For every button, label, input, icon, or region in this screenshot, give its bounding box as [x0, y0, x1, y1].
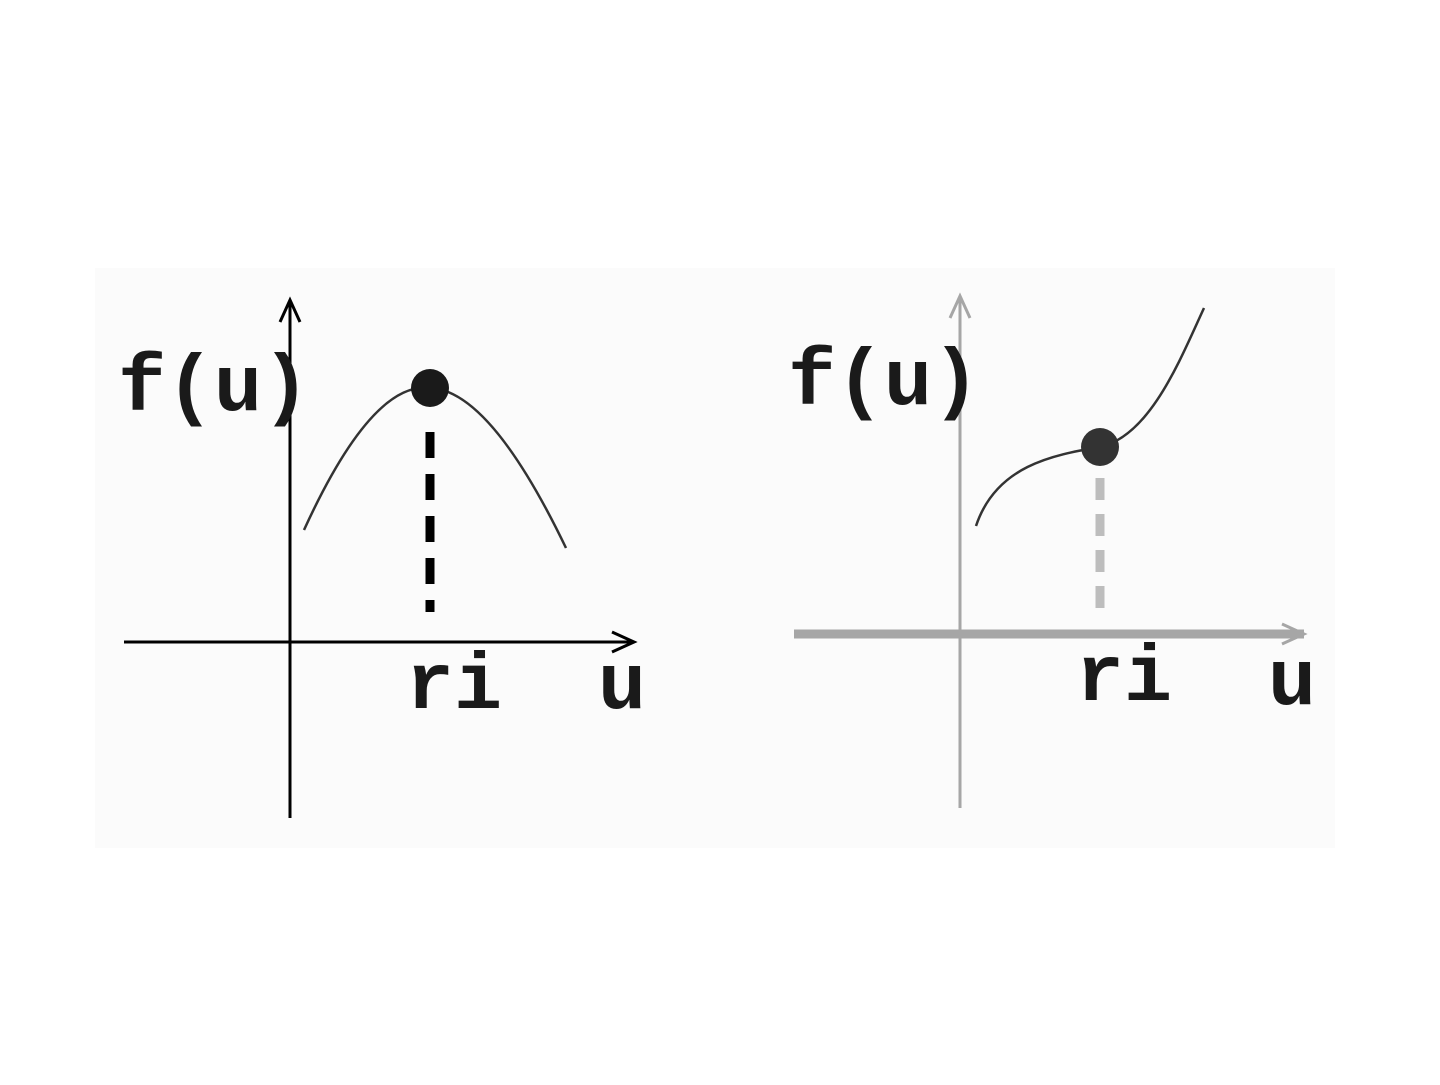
right-y-axis-label: f(u)	[788, 338, 980, 429]
right-x-axis-label: u	[1268, 638, 1316, 729]
left-y-axis-arrowhead	[278, 296, 302, 323]
left-point-label: ri	[406, 642, 502, 733]
left-x-axis-arrowhead	[611, 630, 638, 654]
left-y-axis-label: f(u)	[118, 344, 310, 435]
panel-background	[95, 268, 1335, 848]
right-inflection-point	[1081, 428, 1119, 466]
left-graph: f(u) ri u	[118, 296, 646, 818]
right-point-label: ri	[1076, 634, 1172, 725]
left-x-axis-label: u	[598, 642, 646, 733]
right-x-axis-arrowhead	[1281, 622, 1308, 646]
right-y-axis-arrowhead	[948, 292, 972, 319]
right-graph: f(u) ri u	[788, 292, 1316, 808]
left-maximum-point	[411, 369, 449, 407]
